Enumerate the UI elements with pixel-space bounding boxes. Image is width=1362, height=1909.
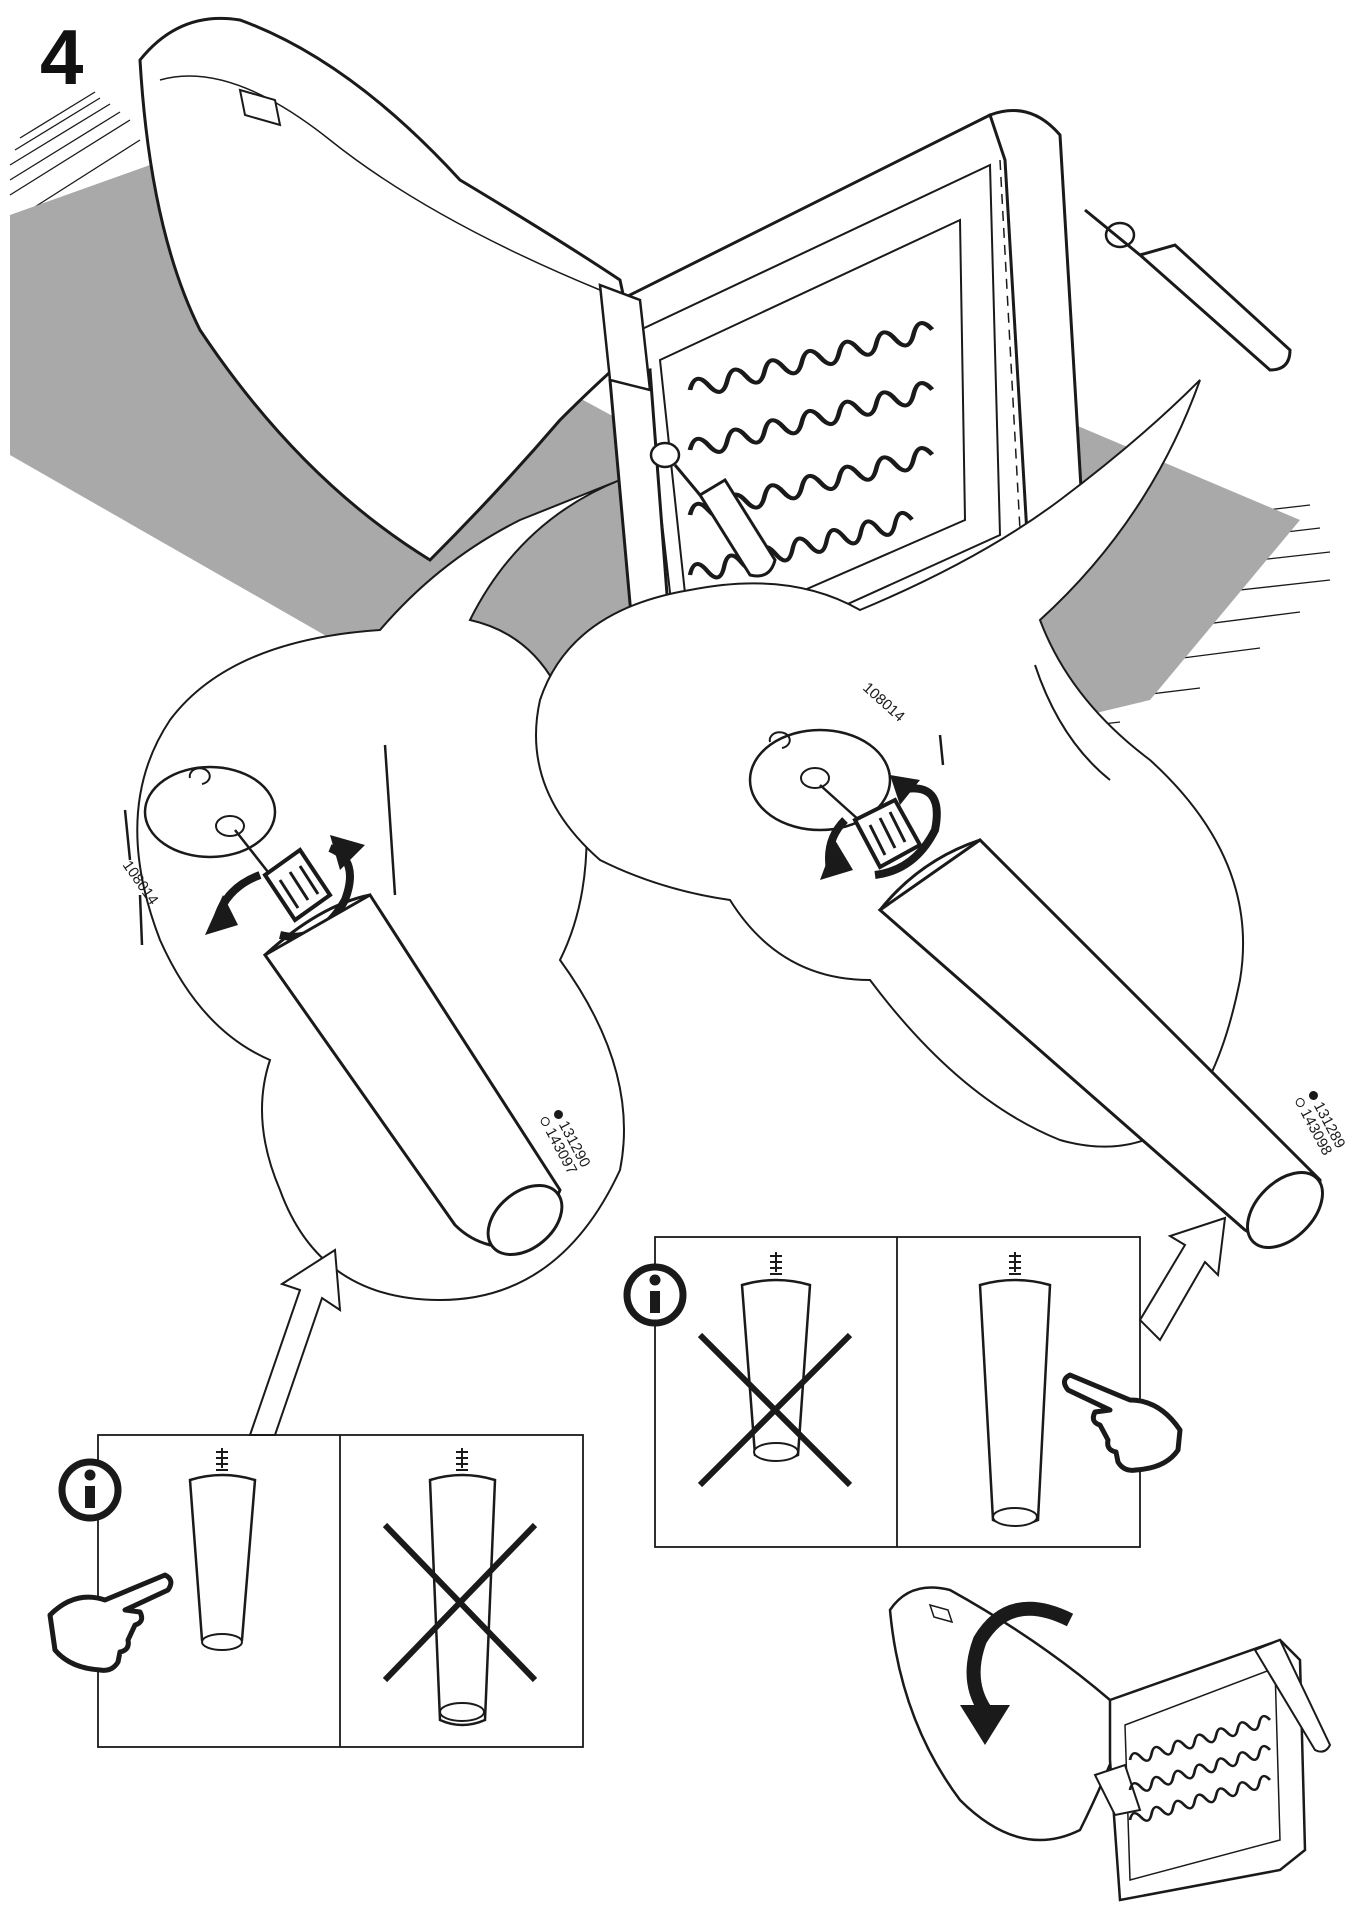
light-finish-icon bbox=[1294, 1096, 1307, 1109]
leg-on-chair-right bbox=[1084, 208, 1292, 372]
light-finish-icon bbox=[539, 1115, 552, 1128]
wall-hatch-left bbox=[9, 91, 141, 211]
washer-detail-left bbox=[143, 765, 333, 923]
info-panel-right bbox=[654, 1236, 1141, 1548]
dark-finish-icon bbox=[1307, 1089, 1320, 1102]
cross-icon bbox=[697, 1332, 853, 1488]
washer-detail-right bbox=[748, 728, 923, 870]
pointing-hand-icon bbox=[1062, 1372, 1183, 1473]
fabric-tag bbox=[238, 88, 282, 127]
chair-thumbnail bbox=[888, 1586, 1332, 1902]
leg-on-chair-left bbox=[649, 441, 777, 578]
info-icon bbox=[623, 1263, 687, 1327]
dark-finish-icon bbox=[552, 1108, 565, 1121]
pointing-hand-icon bbox=[47, 1572, 174, 1673]
step-number: 4 bbox=[40, 13, 84, 101]
leg-detail-left bbox=[262, 892, 564, 1256]
arrow-to-leg-right bbox=[1138, 1216, 1227, 1342]
chair-backrest bbox=[138, 16, 637, 562]
arrow-to-leg-left bbox=[248, 1248, 342, 1436]
curved-arrow-icon bbox=[960, 1601, 1074, 1745]
info-icon bbox=[58, 1458, 122, 1522]
leg-detail-right bbox=[877, 838, 1324, 1249]
info-panel-left bbox=[97, 1434, 584, 1748]
cross-icon bbox=[382, 1522, 538, 1683]
